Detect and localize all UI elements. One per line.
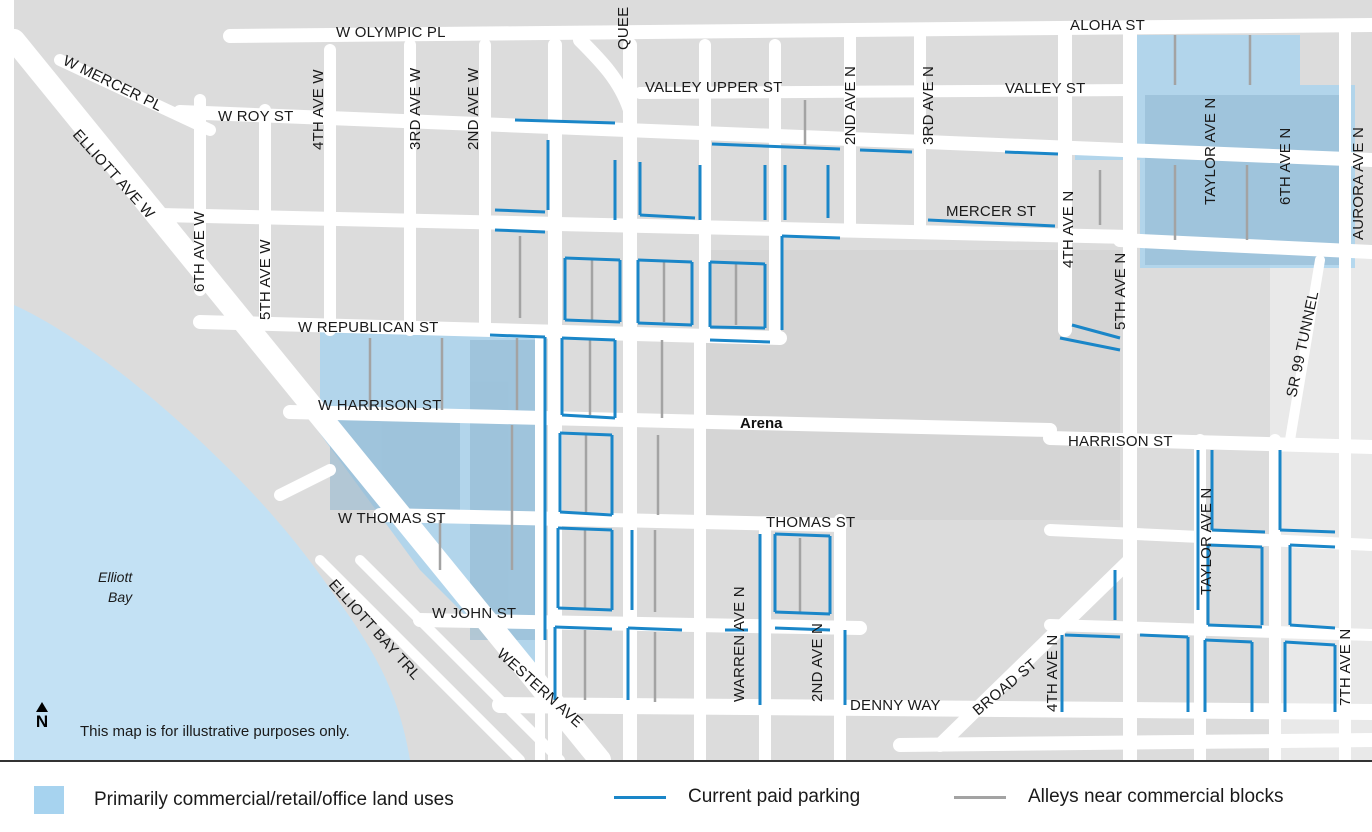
north-arrow-icon bbox=[36, 702, 48, 712]
label-denny-way: DENNY WAY bbox=[850, 697, 941, 714]
legend-paid-parking: Current paid parking bbox=[614, 786, 860, 808]
label-w-john-st: W JOHN ST bbox=[432, 605, 516, 622]
label-2nd-ave-n-bottom: 2ND AVE N bbox=[809, 623, 826, 702]
street-network bbox=[14, 18, 1372, 760]
label-2nd-ave-n-top: 2ND AVE N bbox=[842, 66, 859, 145]
arena-block bbox=[700, 250, 1120, 520]
label-valley-st: VALLEY ST bbox=[1005, 80, 1085, 97]
legend-commercial-label: Primarily commercial/retail/office land … bbox=[94, 789, 454, 810]
label-aurora-ave-n: AURORA AVE N bbox=[1350, 127, 1367, 240]
label-thomas-st: THOMAS ST bbox=[766, 514, 855, 531]
label-4th-ave-n-bottom: 4TH AVE N bbox=[1044, 635, 1061, 712]
label-elliott: Elliott bbox=[98, 569, 133, 585]
label-queen: QUEE bbox=[615, 7, 632, 50]
alley-swatch bbox=[954, 795, 1006, 799]
label-warren-ave-n: WARREN AVE N bbox=[731, 586, 748, 702]
label-7th-ave-n: 7TH AVE N bbox=[1337, 629, 1354, 706]
label-3rd-ave-w: 3RD AVE W bbox=[407, 67, 424, 150]
north-label: N bbox=[35, 712, 49, 731]
label-4th-ave-n-top: 4TH AVE N bbox=[1060, 191, 1077, 268]
label-taylor-ave-n-bottom: TAYLOR AVE N bbox=[1198, 488, 1215, 595]
legend-paid-parking-label: Current paid parking bbox=[688, 786, 861, 807]
label-harrison-st: HARRISON ST bbox=[1068, 433, 1173, 450]
north-arrow: N bbox=[32, 702, 52, 732]
label-valley-upper-st: VALLEY UPPER ST bbox=[645, 79, 783, 96]
label-w-thomas-st: W THOMAS ST bbox=[338, 510, 446, 527]
label-mercer-st: MERCER ST bbox=[946, 203, 1036, 220]
label-w-harrison-st: W HARRISON ST bbox=[318, 397, 441, 414]
label-6th-ave-w: 6TH AVE W bbox=[191, 211, 208, 292]
map-canvas: W OLYMPIC PL QUEE ALOHA ST W MERCER PL W… bbox=[14, 0, 1372, 760]
label-5th-ave-w: 5TH AVE W bbox=[257, 239, 274, 320]
label-w-republican-st: W REPUBLICAN ST bbox=[298, 319, 439, 336]
map-legend: Primarily commercial/retail/office land … bbox=[0, 760, 1372, 832]
commercial-swatch bbox=[34, 786, 64, 814]
legend-alleys-label: Alleys near commercial blocks bbox=[1028, 786, 1284, 807]
label-3rd-ave-n: 3RD AVE N bbox=[920, 66, 937, 145]
label-2nd-ave-w: 2ND AVE W bbox=[465, 67, 482, 150]
label-4th-ave-w: 4TH AVE W bbox=[310, 69, 327, 150]
elliott-bay-water bbox=[14, 305, 410, 760]
label-w-olympic-pl: W OLYMPIC PL bbox=[336, 24, 446, 41]
map-frame: W OLYMPIC PL QUEE ALOHA ST W MERCER PL W… bbox=[14, 0, 1372, 760]
label-6th-ave-n: 6TH AVE N bbox=[1277, 128, 1294, 205]
label-5th-ave-n: 5TH AVE N bbox=[1112, 253, 1129, 330]
alleys bbox=[368, 35, 1252, 702]
label-arena: Arena bbox=[740, 415, 783, 432]
label-taylor-ave-n-top: TAYLOR AVE N bbox=[1202, 98, 1219, 205]
paid-parking-segments bbox=[489, 118, 1337, 712]
label-aloha-st: ALOHA ST bbox=[1070, 17, 1145, 34]
place-labels: Arena Elliott Bay bbox=[98, 415, 783, 605]
left-margin bbox=[0, 0, 14, 760]
legend-commercial: Primarily commercial/retail/office land … bbox=[34, 786, 454, 814]
label-bay: Bay bbox=[108, 589, 133, 605]
tunnel-zone bbox=[1270, 250, 1372, 760]
label-w-roy-st: W ROY ST bbox=[218, 108, 294, 125]
legend-alleys: Alleys near commercial blocks bbox=[954, 786, 1284, 808]
paid-parking-swatch bbox=[614, 795, 666, 799]
map-disclaimer: This map is for illustrative purposes on… bbox=[80, 723, 350, 740]
